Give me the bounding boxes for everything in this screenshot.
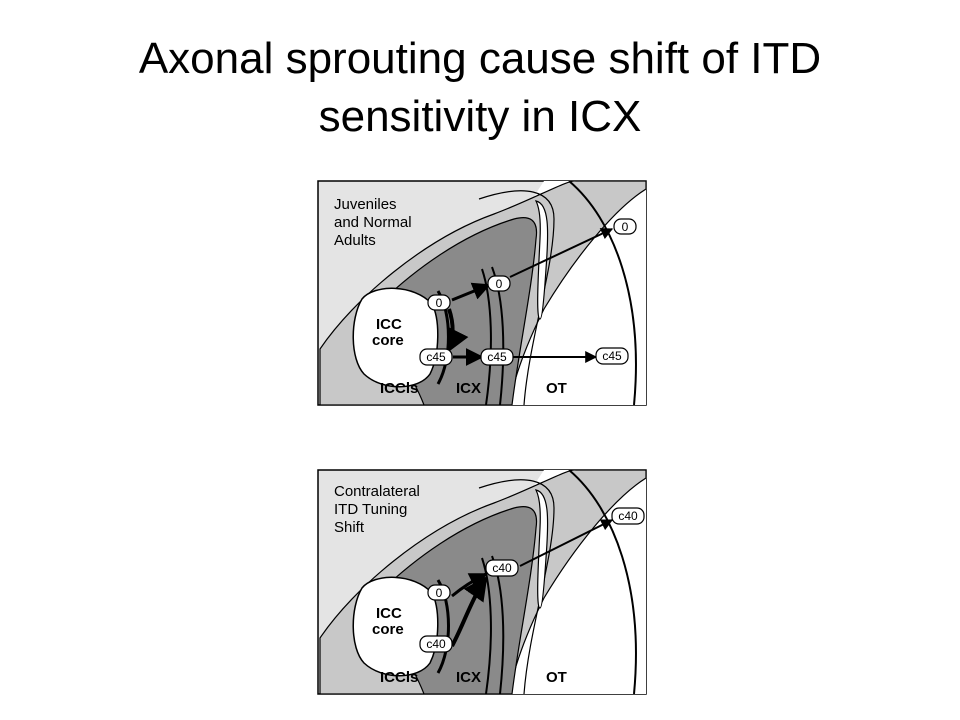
itd-box-icx: c40 <box>485 559 519 577</box>
svg-text:c40: c40 <box>492 561 512 575</box>
arrow-icx-to-ot <box>519 519 614 567</box>
ot-white-strip <box>534 200 549 320</box>
region-label-ot: OT <box>546 669 567 686</box>
corner-label-line-3: Adults <box>334 232 376 249</box>
icx-iso-line-1 <box>481 557 492 694</box>
corner-label-shift: Contralateral ITD Tuning Shift <box>334 483 420 536</box>
ot-outer-boundary <box>568 470 637 694</box>
itd-box-ot-upper: 0 <box>613 218 637 235</box>
corner-label-line-2: ITD Tuning <box>334 501 407 518</box>
region-label-iccls: ICCls <box>380 669 418 686</box>
svg-text:c45: c45 <box>602 349 622 363</box>
corner-label-line-2: and Normal <box>334 214 412 231</box>
region-label-icx: ICX <box>456 380 481 397</box>
slide-title-line-2: sensitivity in ICX <box>318 92 642 141</box>
ot-boundary-inner <box>478 479 555 694</box>
region-label-iccls: ICCls <box>380 380 418 397</box>
arrow-icx-to-ot-upper <box>509 228 614 278</box>
diagram-panel-normal: Juveniles and Normal Adults ICC core ICC… <box>314 179 650 407</box>
diagram-svg-shift: Contralateral ITD Tuning Shift ICC core … <box>317 469 647 695</box>
itd-box-ot: c40 <box>611 507 645 525</box>
itd-box-icc-lower: c45 <box>419 348 453 366</box>
icc-core-label-2: core <box>372 332 404 349</box>
region-label-ot: OT <box>546 380 567 397</box>
corner-label-normal: Juveniles and Normal Adults <box>334 196 412 249</box>
slide-title: Axonal sprouting cause shift of ITD sens… <box>0 30 960 146</box>
icc-core <box>352 287 439 388</box>
icc-core <box>352 576 439 677</box>
corner-label-line-3: Shift <box>334 519 365 536</box>
svg-text:c40: c40 <box>618 509 638 523</box>
arrow-icc-lower-to-icx <box>450 576 488 647</box>
icc-core-label-2: core <box>372 621 404 638</box>
ot-white-strip <box>534 489 549 609</box>
corner-label-line-1: Juveniles <box>334 196 397 213</box>
itd-box-icc-upper: 0 <box>427 584 451 601</box>
arrow-iccls-down <box>446 308 469 354</box>
icc-core-label-1: ICC <box>376 316 402 333</box>
itd-box-icx-lower: c45 <box>480 348 514 366</box>
itd-box-ot-lower: c45 <box>595 347 629 365</box>
svg-text:c45: c45 <box>487 350 507 364</box>
icx-iso-line-1 <box>481 268 492 405</box>
ot-boundary-inner <box>478 190 555 405</box>
icc-core-label-1: ICC <box>376 605 402 622</box>
corner-label-line-1: Contralateral <box>334 483 420 500</box>
svg-text:0: 0 <box>496 277 503 291</box>
diagram-svg-normal: Juveniles and Normal Adults ICC core ICC… <box>317 180 647 406</box>
svg-text:0: 0 <box>436 586 443 600</box>
svg-text:c45: c45 <box>426 350 446 364</box>
itd-box-icc-lower: c40 <box>419 635 453 653</box>
diagram-panel-shift: Contralateral ITD Tuning Shift ICC core … <box>314 468 650 696</box>
ot-outer-boundary <box>568 181 637 405</box>
itd-box-icx-upper: 0 <box>487 275 511 292</box>
arrow-icc-to-icx-upper <box>451 282 491 302</box>
region-label-icx: ICX <box>456 669 481 686</box>
slide-title-line-1: Axonal sprouting cause shift of ITD <box>138 34 822 83</box>
svg-text:c40: c40 <box>426 637 446 651</box>
svg-text:0: 0 <box>622 220 629 234</box>
itd-box-icc-upper: 0 <box>427 294 451 311</box>
svg-text:0: 0 <box>436 296 443 310</box>
